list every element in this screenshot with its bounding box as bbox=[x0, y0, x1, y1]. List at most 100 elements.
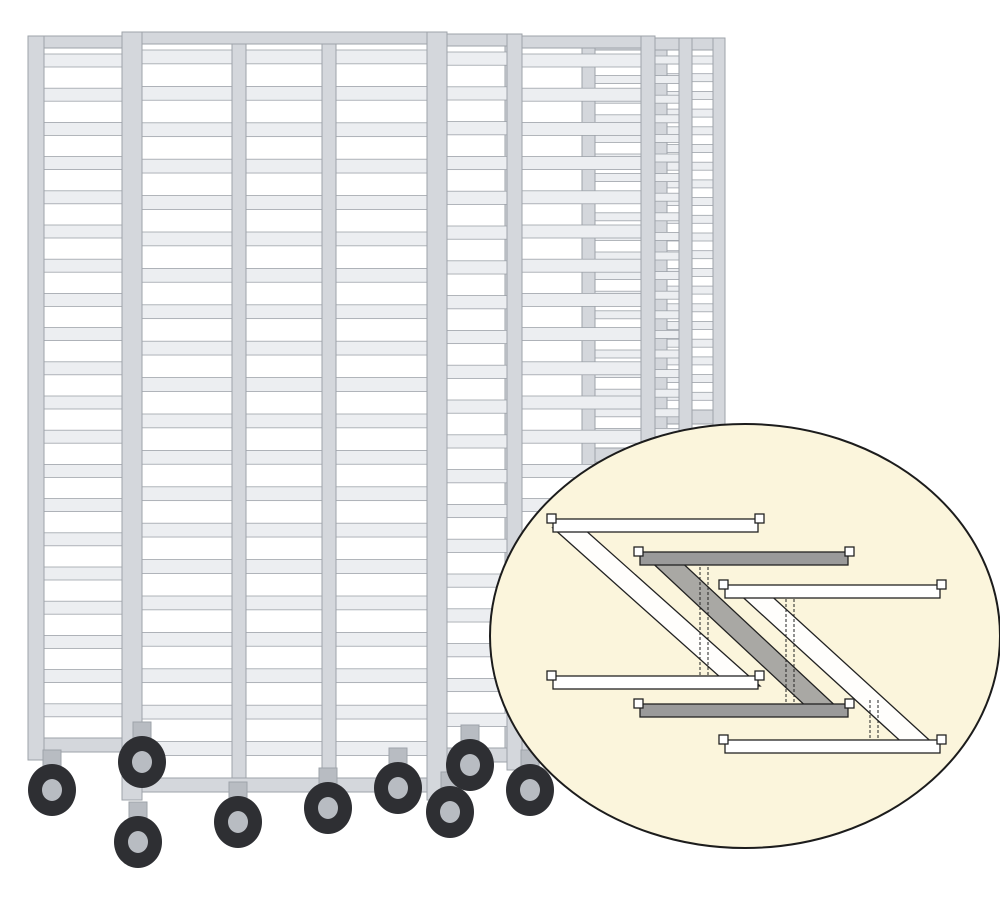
caster-hub bbox=[228, 811, 248, 833]
pan-runner bbox=[446, 155, 508, 171]
pan-runner bbox=[518, 361, 642, 376]
pan-runner bbox=[43, 429, 123, 444]
pan-runner bbox=[518, 190, 642, 205]
pan-body bbox=[639, 703, 849, 718]
pan-runner bbox=[141, 195, 428, 210]
pan-runner bbox=[446, 121, 508, 136]
caster bbox=[304, 767, 352, 834]
nesting-diagram bbox=[546, 513, 947, 754]
pan-corner-bracket bbox=[718, 734, 729, 745]
caster-hub bbox=[128, 831, 148, 853]
pan-top-grey bbox=[633, 546, 855, 566]
caster-hub bbox=[520, 779, 540, 801]
pan-runner bbox=[594, 75, 680, 84]
pan-runner bbox=[594, 310, 680, 320]
pan-runner bbox=[518, 87, 642, 102]
rack-post bbox=[27, 35, 45, 761]
pan-runner bbox=[43, 156, 123, 170]
pan-corner-bracket bbox=[718, 579, 729, 590]
pan-runner bbox=[446, 364, 508, 379]
pan-runner bbox=[43, 87, 123, 102]
caster bbox=[28, 749, 76, 816]
rack-upright bbox=[321, 43, 337, 783]
pan-runner bbox=[141, 559, 428, 574]
pan-runner bbox=[43, 53, 123, 68]
caster bbox=[118, 721, 166, 788]
pan-corner-bracket bbox=[754, 670, 765, 681]
pan-runner bbox=[141, 486, 428, 502]
pan-runner bbox=[43, 327, 123, 341]
pan-corner-bracket bbox=[754, 513, 765, 524]
pan-runner bbox=[141, 704, 428, 720]
pan-corner-bracket bbox=[936, 734, 947, 745]
pan-runner bbox=[141, 668, 428, 684]
pan-runner bbox=[141, 86, 428, 101]
nesting-detail-inset bbox=[489, 423, 1000, 849]
caster bbox=[506, 749, 554, 816]
rack-post bbox=[678, 37, 693, 471]
pan-body bbox=[552, 518, 759, 533]
pan-runner bbox=[518, 156, 642, 170]
rack-post bbox=[712, 37, 726, 433]
caster bbox=[374, 747, 422, 814]
pan-runner bbox=[446, 538, 508, 553]
pan-body bbox=[552, 675, 759, 690]
pan-runner bbox=[141, 340, 428, 356]
pan-runner bbox=[518, 327, 642, 341]
pan-runner bbox=[518, 122, 642, 136]
pan-runner bbox=[594, 408, 680, 418]
pan-runner bbox=[141, 522, 428, 538]
casters-group bbox=[28, 721, 554, 868]
pan-runner bbox=[141, 304, 428, 320]
pan-runner bbox=[141, 377, 428, 392]
pan-runner bbox=[141, 632, 428, 647]
pan-runner bbox=[446, 712, 508, 727]
pan-runner bbox=[594, 251, 680, 261]
pan-runner bbox=[446, 51, 508, 66]
pan-runner bbox=[446, 190, 508, 205]
pan-runner bbox=[518, 258, 642, 273]
pan-runner bbox=[43, 395, 123, 410]
pan-runner bbox=[43, 703, 123, 718]
pan-runner bbox=[43, 224, 123, 239]
pan-runner bbox=[141, 413, 428, 429]
pan-corner-bracket bbox=[633, 698, 644, 709]
pan-corner-bracket bbox=[546, 513, 557, 524]
pan-runner bbox=[141, 158, 428, 174]
pan-runner bbox=[43, 361, 123, 376]
pan-runner bbox=[446, 399, 508, 414]
caster-hub bbox=[460, 754, 480, 776]
pan-runner bbox=[594, 114, 680, 124]
pan-body bbox=[639, 551, 849, 566]
pan-corner-bracket bbox=[936, 579, 947, 590]
pan-corner-bracket bbox=[633, 546, 644, 557]
caster bbox=[214, 781, 262, 848]
pan-runner bbox=[141, 595, 428, 611]
pan-runner bbox=[43, 498, 123, 512]
caster bbox=[446, 724, 494, 791]
pan-runner bbox=[446, 260, 508, 275]
pan-runner bbox=[446, 329, 508, 345]
pan-runner bbox=[43, 635, 123, 649]
pan-rack bbox=[121, 31, 448, 801]
pan-runner bbox=[141, 122, 428, 138]
pan-corner-bracket bbox=[844, 546, 855, 557]
caster-hub bbox=[440, 801, 460, 823]
rack-post bbox=[121, 31, 143, 801]
caster-hub bbox=[42, 779, 62, 801]
rack-post bbox=[426, 31, 448, 801]
pan-runner bbox=[518, 224, 642, 239]
pan-runner bbox=[518, 429, 642, 444]
caster-hub bbox=[318, 797, 338, 819]
pan-runner bbox=[594, 212, 680, 222]
pan-runner bbox=[43, 292, 123, 307]
pan-runner bbox=[141, 231, 428, 247]
pan-bottom-grey bbox=[633, 698, 855, 718]
pan-corner-bracket bbox=[546, 670, 557, 681]
rack-top-rail bbox=[504, 35, 656, 49]
pan-runner bbox=[141, 741, 428, 756]
pan-top-white bbox=[546, 513, 765, 533]
pan-runner bbox=[141, 267, 428, 283]
pan-body bbox=[724, 584, 941, 599]
